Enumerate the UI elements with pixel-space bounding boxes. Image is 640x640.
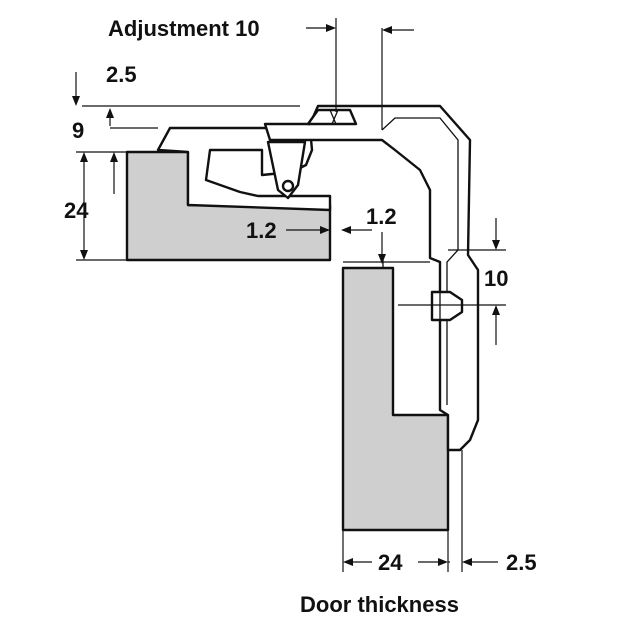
adjustment-dim-arrow-left <box>326 24 336 32</box>
dim-24-left-arrow-bottom <box>80 250 88 260</box>
dim-1-2-left-arrow <box>320 226 330 234</box>
adjustment-screw-slot <box>329 109 337 125</box>
dim-1-2-right-arrow <box>341 226 351 234</box>
dim-10-arrow-bottom <box>492 305 500 315</box>
dim-24-bottom-arrow-left <box>343 558 353 566</box>
dim-24-bottom-arrow-right <box>438 558 448 566</box>
dim-2-5-bottom-arrow <box>462 558 472 566</box>
dim-10-label: 10 <box>484 266 508 291</box>
dim-2-5-bottom-label: 2.5 <box>506 550 537 575</box>
adjustment-label: Adjustment 10 <box>108 16 260 41</box>
dim-24-left-arrow-top <box>80 152 88 162</box>
dim-9-label: 9 <box>72 118 84 143</box>
hinge-cup-inner <box>381 117 459 405</box>
pivot-pin <box>281 179 295 193</box>
dim-2-5-arrow-top <box>72 96 80 106</box>
dim-1-2-left-label: 1.2 <box>246 218 277 243</box>
link-arm <box>266 140 307 200</box>
dim-1-2-right-arrow-v <box>378 254 386 264</box>
dim-2-5-arrow-bottom <box>106 108 114 118</box>
adjustment-screw <box>306 108 358 126</box>
dim-24-bottom-label: 24 <box>378 550 403 575</box>
door-thickness-caption: Door thickness <box>300 592 459 617</box>
dim-9-inner-arrow <box>110 152 118 162</box>
dim-2-5-top-label: 2.5 <box>106 62 137 87</box>
adjustment-dim-arrow-right <box>382 26 392 34</box>
cup-mounting-screw <box>430 290 464 322</box>
hinge-cup <box>263 104 480 452</box>
dim-1-2-right-label: 1.2 <box>366 204 397 229</box>
dim-24-left-label: 24 <box>64 198 89 223</box>
dim-10-arrow-top <box>492 240 500 250</box>
adjustment-screw-slot-2 <box>331 109 339 125</box>
